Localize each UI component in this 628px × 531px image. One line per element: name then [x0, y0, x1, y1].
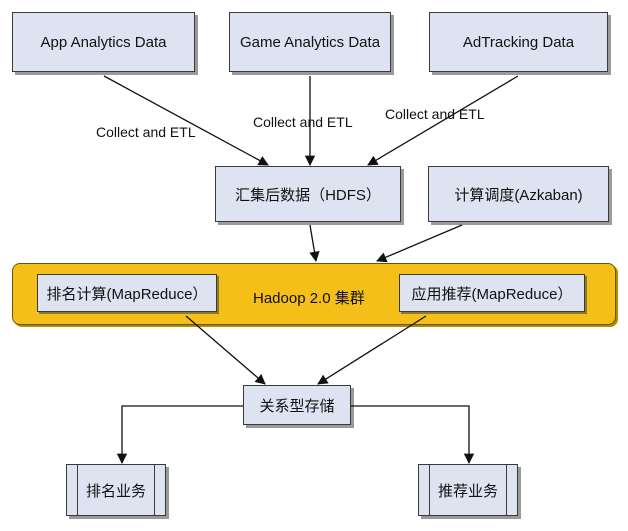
ranking-business-label: 排名业务 — [85, 482, 146, 500]
azkaban-scheduler-node: 计算调度(Azkaban) — [428, 166, 609, 222]
edge-label-game-collect-etl: Collect and ETL — [253, 114, 353, 130]
ranking-business-right-bar — [154, 465, 155, 515]
relational-storage-node: 关系型存储 — [243, 385, 351, 425]
arrow-azkaban-to-hadoop — [376, 224, 463, 263]
ranking-business-left-bar — [77, 465, 78, 515]
hdfs-node: 汇集后数据（HDFS） — [215, 166, 401, 222]
recommend-business-right-bar — [506, 465, 507, 515]
relational-storage-label: 关系型存储 — [259, 397, 335, 415]
edge-label-app-collect-etl: Collect and ETL — [96, 124, 196, 140]
recommend-compute-label: 应用推荐(MapReduce） — [411, 285, 573, 303]
game-analytics-data-node: Game Analytics Data — [229, 12, 391, 72]
recommend-compute-node: 应用推荐(MapReduce） — [399, 274, 585, 312]
azkaban-scheduler-label: 计算调度(Azkaban) — [454, 186, 583, 204]
arrow-adtracking-to-hdfs — [367, 75, 519, 166]
app-analytics-data-node: App Analytics Data — [12, 12, 195, 72]
arrow-ranking-compute-to-storage — [185, 315, 266, 385]
recommend-business-left-bar — [429, 465, 430, 515]
app-analytics-data-label: App Analytics Data — [40, 33, 167, 51]
ranking-compute-node: 排名计算(MapReduce） — [37, 274, 217, 312]
arrow-storage-to-ranking-business — [116, 405, 243, 465]
recommend-business-label: 推荐业务 — [437, 482, 498, 500]
arrow-hdfs-to-hadoop — [309, 224, 320, 263]
recommend-business-node: 推荐业务 — [418, 464, 518, 516]
hadoop-cluster-label: Hadoop 2.0 集群 — [253, 290, 365, 307]
game-analytics-data-label: Game Analytics Data — [239, 33, 381, 51]
ranking-business-node: 排名业务 — [66, 464, 166, 516]
adtracking-data-label: AdTracking Data — [462, 33, 575, 51]
arrow-recommend-compute-to-storage — [317, 315, 427, 385]
ranking-compute-label: 排名计算(MapReduce） — [46, 285, 208, 303]
arrow-app-to-hdfs — [103, 75, 269, 166]
adtracking-data-node: AdTracking Data — [429, 12, 608, 72]
arrow-storage-to-recommend-business — [351, 405, 475, 465]
hdfs-label: 汇集后数据（HDFS） — [235, 186, 381, 204]
